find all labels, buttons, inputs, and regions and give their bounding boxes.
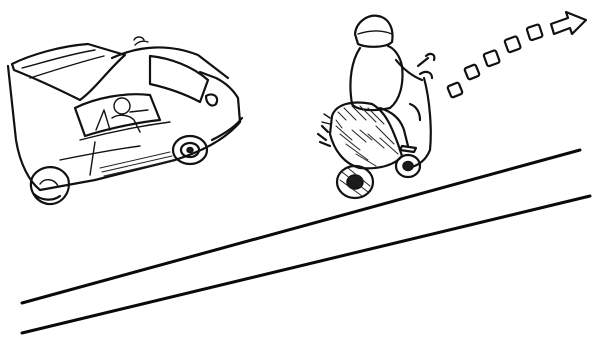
scooter-rider-illustration [318, 16, 434, 198]
arrow-segment-2 [464, 64, 480, 80]
rider-arm [396, 60, 422, 80]
arrow-segment-3 [483, 50, 500, 67]
arrow-head [551, 12, 586, 34]
car-mirror [206, 94, 217, 105]
scooter-body-hatching [336, 106, 398, 166]
arrow-segment-4 [504, 36, 521, 53]
direction-arrow [447, 12, 586, 98]
car-open-door [12, 44, 125, 100]
car-roof [112, 47, 228, 78]
rider-torso [350, 46, 402, 110]
road-line-upper [22, 150, 580, 303]
car-illustration [8, 37, 242, 204]
scooter-rear-wheel [337, 166, 373, 198]
scooter-handlebar [418, 54, 434, 66]
arrow-segment-5 [526, 24, 542, 40]
road-line-lower [22, 196, 590, 333]
arrow-segment-1 [447, 82, 463, 98]
rider-helmet [355, 16, 392, 47]
